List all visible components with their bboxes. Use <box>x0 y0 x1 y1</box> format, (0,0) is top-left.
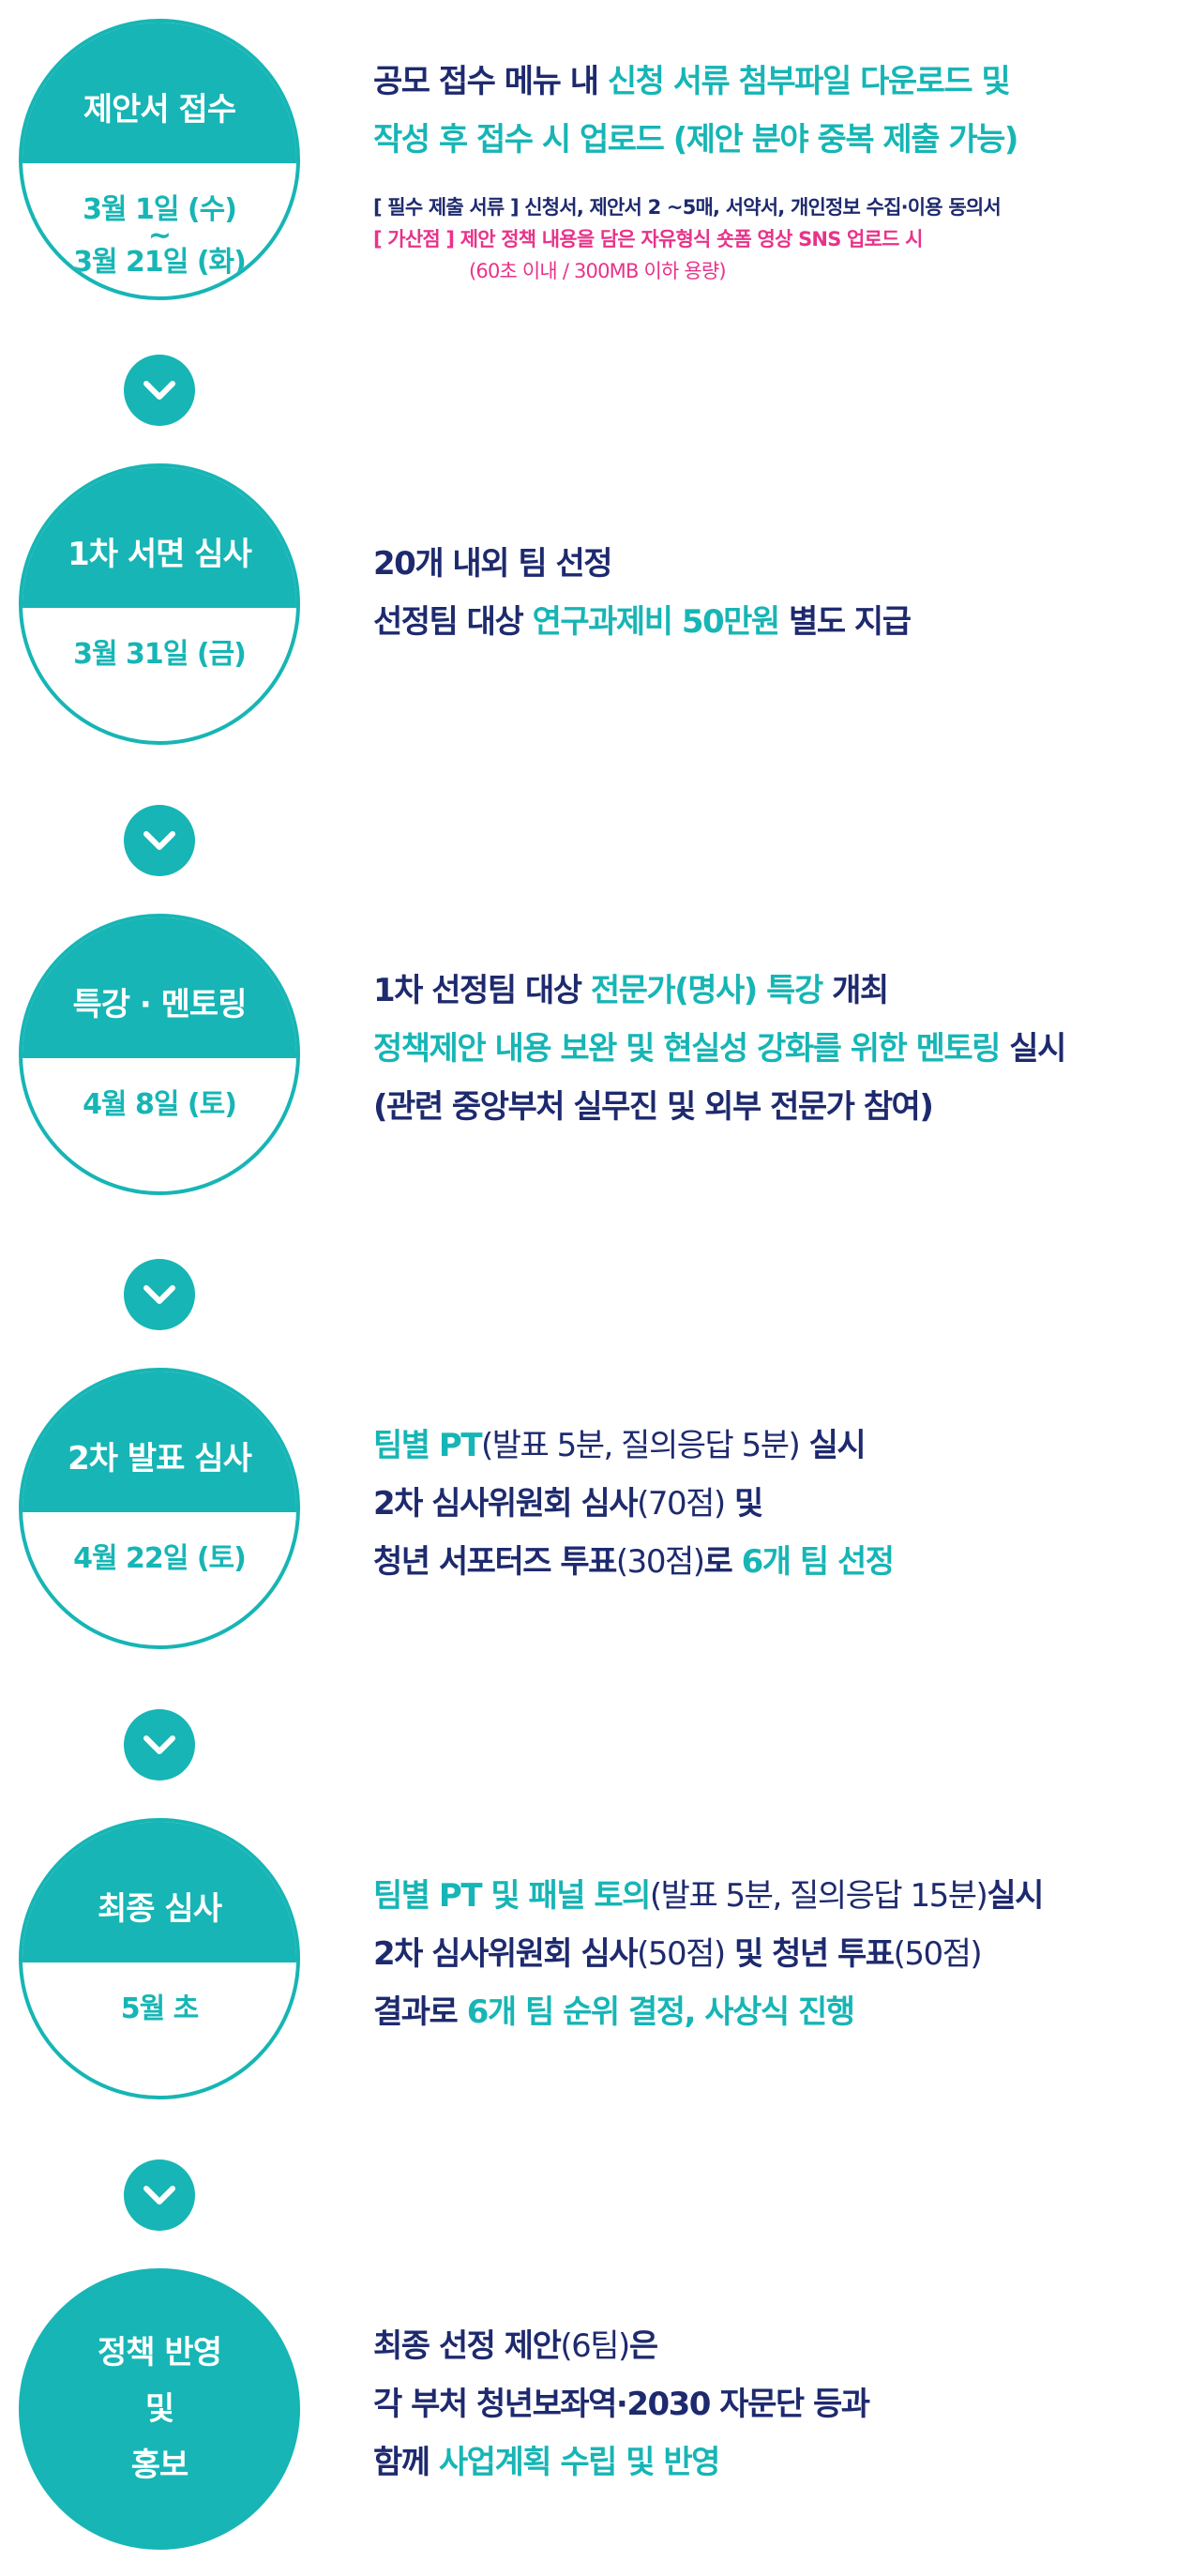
text-segment: 공모 접수 메뉴 내 <box>373 63 608 100</box>
text-segment: 실시 <box>799 1427 867 1464</box>
text-segment: 별도 지급 <box>778 603 912 641</box>
step-description: 최종 선정 제안(6팀)은 각 부처 청년보좌역·2030 자문단 등과 함께 … <box>373 2317 1180 2492</box>
step-description: 팀별 PT 및 패널 토의(발표 5분, 질의응답 15분)실시 2차 심사위원… <box>373 1867 1180 2041</box>
step-description: 20개 내외 팀 선정 선정팀 대상 연구과제비 50만원 별도 지급 <box>373 535 1180 651</box>
bonus-points: [ 가산점 ] 제안 정책 내용을 담은 자유형식 숏폼 영상 SNS 업로드 … <box>373 228 923 250</box>
text-segment: 연구과제비 50만원 <box>532 603 781 641</box>
text-segment: 팀별 PT <box>373 1427 483 1464</box>
desc-line: 정책제안 내용 보완 및 현실성 강화를 위한 멘토링 실시 <box>373 1020 1180 1078</box>
step-circle: 최종 심사 5월 초 <box>19 1818 300 2099</box>
text-segment: 2차 심사위원회 심사 <box>373 1935 639 1973</box>
desc-line: 작성 후 접수 시 업로드 (제안 분야 중복 제출 가능) <box>373 111 1180 169</box>
text-segment: (30점) <box>615 1543 705 1581</box>
desc-line: 20개 내외 팀 선정 <box>373 535 1180 593</box>
step-title: 1차 서면 심사 <box>23 467 296 608</box>
step-title-line: 홍보 <box>130 2447 189 2484</box>
step-description: 공모 접수 메뉴 내 신청 서류 첨부파일 다운로드 및 작성 후 접수 시 업… <box>373 53 1180 287</box>
step-circle: 2차 발표 심사 4월 22일 (토) <box>19 1368 300 1649</box>
desc-line: 각 부처 청년보좌역·2030 자문단 등과 <box>373 2375 1180 2433</box>
date-start: 5월 초 <box>120 1993 200 2025</box>
step-circle: 제안서 접수 3월 1일 (수) ~ 3월 21일 (화) <box>19 19 300 300</box>
text-segment: (관련 중앙부처 실무진 및 외부 전문가 참여) <box>373 1088 934 1126</box>
step-title-line: 정책 반영 <box>98 2334 222 2371</box>
text-segment: 실시 <box>987 1877 1044 1915</box>
text-segment: 정책제안 내용 보완 및 현실성 강화를 위한 멘토링 <box>373 1030 1001 1068</box>
date-separator: ~ <box>147 220 172 252</box>
step-date: 4월 22일 (토) <box>23 1512 296 1645</box>
required-documents: [ 필수 제출 서류 ] 신청서, 제안서 2 ~5매, 서약서, 개인정보 수… <box>373 196 1002 219</box>
step-circle: 1차 서면 심사 3월 31일 (금) <box>19 463 300 745</box>
chevron-down-icon <box>124 805 195 876</box>
text-segment: 개최 <box>822 972 889 1009</box>
date-start: 4월 8일 (토) <box>83 1088 237 1121</box>
desc-line: 최종 선정 제안(6팀)은 <box>373 2317 1180 2375</box>
desc-line: 공모 접수 메뉴 내 신청 서류 첨부파일 다운로드 및 <box>373 53 1180 111</box>
text-segment: (발표 5분, 질의응답 5분) <box>481 1427 801 1464</box>
step-title: 제안서 접수 <box>23 23 296 163</box>
desc-line: 선정팀 대상 연구과제비 50만원 별도 지급 <box>373 593 1180 651</box>
text-segment: (발표 5분, 질의응답 15분) <box>649 1877 988 1915</box>
step-title: 최종 심사 <box>23 1822 296 1962</box>
text-segment: (50점) <box>637 1935 726 1973</box>
text-segment: 신청 서류 첨부파일 다운로드 및 <box>607 63 1011 100</box>
desc-line: 팀별 PT(발표 5분, 질의응답 5분) 실시 <box>373 1417 1180 1475</box>
text-segment: 은 <box>628 2327 658 2365</box>
bonus-detail: (60초 이내 / 300MB 이하 용량) <box>469 260 727 282</box>
step-date: 5월 초 <box>23 1962 296 2096</box>
step-description: 1차 선정팀 대상 전문가(명사) 특강 개최 정책제안 내용 보완 및 현실성… <box>373 962 1180 1136</box>
text-segment: (6팀) <box>560 2327 630 2365</box>
text-segment: 전문가(명사) 특강 <box>590 972 823 1009</box>
text-segment: 로 <box>703 1543 742 1581</box>
text-segment: 1차 선정팀 대상 <box>373 972 591 1009</box>
step-circle: 특강 · 멘토링 4월 8일 (토) <box>19 914 300 1195</box>
text-segment: 청년 서포터즈 투표 <box>373 1543 617 1581</box>
date-start: 3월 1일 (수) <box>83 193 237 226</box>
step-title: 2차 발표 심사 <box>23 1371 296 1512</box>
chevron-down-icon <box>124 2159 195 2231</box>
desc-line: (관련 중앙부처 실무진 및 외부 전문가 참여) <box>373 1078 1180 1136</box>
text-segment: 실시 <box>999 1030 1066 1068</box>
desc-line: 함께 사업계획 수립 및 반영 <box>373 2433 1180 2492</box>
text-segment: 및 청년 투표 <box>724 1935 895 1973</box>
text-segment: 각 부처 청년보좌역·2030 자문단 등과 <box>373 2386 870 2423</box>
text-segment: 사업계획 수립 및 반영 <box>438 2444 721 2481</box>
date-start: 4월 22일 (토) <box>73 1542 247 1575</box>
desc-line: 2차 심사위원회 심사(50점) 및 청년 투표(50점) <box>373 1925 1180 1983</box>
text-segment: 함께 <box>373 2444 439 2481</box>
text-segment: 2차 심사위원회 심사 <box>373 1485 639 1523</box>
text-segment: 작성 후 접수 시 업로드 (제안 분야 중복 제출 가능) <box>373 121 1018 159</box>
date-end: 3월 21일 (화) <box>73 246 247 279</box>
text-segment: (70점) <box>637 1485 726 1523</box>
step-date: 3월 1일 (수) ~ 3월 21일 (화) <box>23 163 296 296</box>
text-segment: 최종 선정 제안 <box>373 2327 562 2365</box>
text-segment: 6개 팀 선정 <box>741 1543 895 1581</box>
desc-line: 팀별 PT 및 패널 토의(발표 5분, 질의응답 15분)실시 <box>373 1867 1180 1925</box>
text-segment: 20개 내외 팀 선정 <box>373 545 613 583</box>
step-circle: 정책 반영 및 홍보 <box>19 2268 300 2550</box>
text-segment: 6개 팀 순위 결정, 사상식 진행 <box>466 1993 855 2031</box>
desc-line: 청년 서포터즈 투표(30점)로 6개 팀 선정 <box>373 1533 1180 1591</box>
text-segment: 결과로 <box>373 1993 467 2031</box>
desc-line: 결과로 6개 팀 순위 결정, 사상식 진행 <box>373 1983 1180 2041</box>
step-date: 4월 8일 (토) <box>23 1058 296 1191</box>
chevron-down-icon <box>124 355 195 426</box>
step-description: 팀별 PT(발표 5분, 질의응답 5분) 실시 2차 심사위원회 심사(70점… <box>373 1417 1180 1591</box>
chevron-down-icon <box>124 1259 195 1330</box>
desc-line: 1차 선정팀 대상 전문가(명사) 특강 개최 <box>373 962 1180 1020</box>
step-title: 특강 · 멘토링 <box>23 917 296 1058</box>
text-segment: 및 <box>724 1485 763 1523</box>
desc-line: 2차 심사위원회 심사(70점) 및 <box>373 1475 1180 1533</box>
text-segment: 팀별 PT 및 패널 토의 <box>373 1877 651 1915</box>
text-segment: 선정팀 대상 <box>373 603 533 641</box>
step-date: 3월 31일 (금) <box>23 608 296 741</box>
text-segment: (50점) <box>893 1935 983 1973</box>
date-start: 3월 31일 (금) <box>73 638 247 671</box>
chevron-down-icon <box>124 1709 195 1780</box>
step-title-line: 및 <box>144 2390 174 2428</box>
